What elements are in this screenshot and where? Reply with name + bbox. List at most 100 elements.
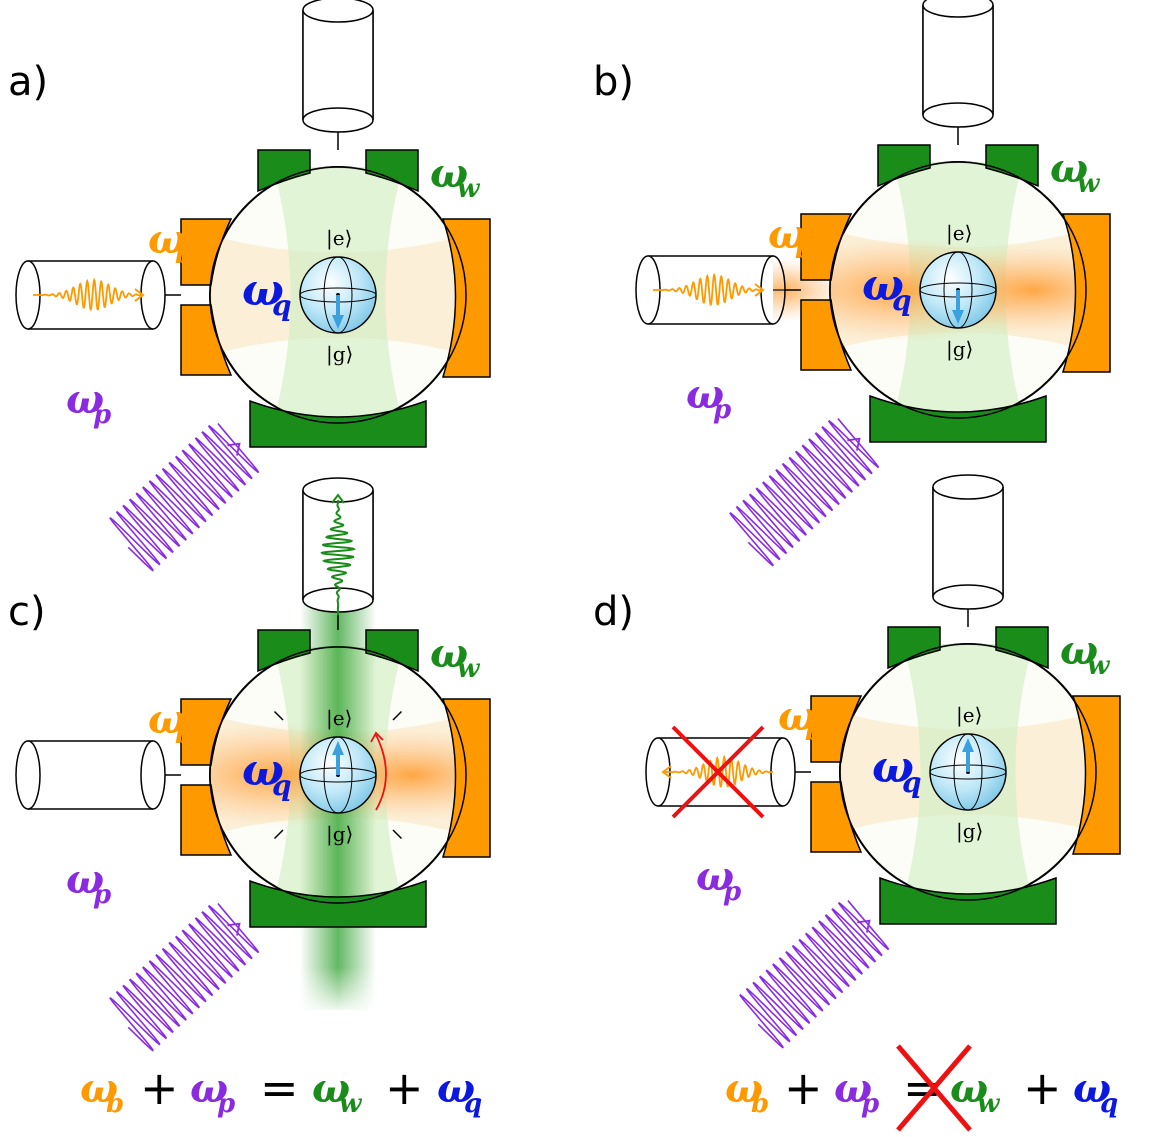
- panel-b-orange-photon: [653, 272, 765, 306]
- panel-a-mirror-top-left: [257, 149, 311, 193]
- panel-c-cyl-top-sides2: [302, 490, 374, 600]
- panel-d-cyl-left-sides: [658, 737, 783, 807]
- panel-b-omega-w: ωw: [1050, 145, 1101, 199]
- panel-b-omega-p-sub: p: [713, 395, 731, 425]
- panel-b-pump-wave: [729, 417, 880, 567]
- eq-left-plus-2: +: [385, 1061, 424, 1115]
- panel-c-ray-3: [392, 829, 403, 840]
- panel-a-mirror-bottom: [249, 399, 427, 448]
- panel-c-sphere-meridian: [323, 736, 353, 814]
- panel-c-green-wave: [320, 500, 356, 615]
- panel-d-pump-wave: [739, 899, 890, 1049]
- panel-c-ray-2: [273, 829, 284, 840]
- eq-left-equals: =: [260, 1061, 299, 1115]
- panel-c-ket-g: |g⟩: [326, 822, 353, 847]
- panel-d-omega-q-sub: q: [902, 766, 922, 799]
- panel-a-omega-w: ωw: [430, 150, 481, 204]
- panel-c-omega-p-sub: p: [93, 880, 111, 910]
- panel-d-cyl-top-body: [933, 487, 1003, 597]
- panel-c-emission-rays: [273, 710, 403, 840]
- panel-b-ket-e: |e⟩: [946, 221, 972, 246]
- panel-b-waveguide-cylinder: [922, 0, 994, 128]
- panel-d-ket-e: |e⟩: [956, 703, 982, 728]
- panel-d-omega-w-sub: w: [1087, 651, 1111, 681]
- panel-b-omega-q-omega: ω: [862, 260, 904, 311]
- panel-a-omega-b-sub: b: [175, 240, 193, 270]
- eq-right-sub-q: q: [1100, 1089, 1118, 1119]
- cross-out-icon: [896, 1044, 972, 1132]
- panel-a-state-arrowhead-icon: [332, 315, 344, 329]
- panel-d-waveguide-cylinder: [932, 474, 1004, 610]
- eq-left-omega-p: ω: [190, 1065, 228, 1112]
- panel-d-omega-p-omega: ω: [696, 853, 734, 900]
- panel-c-state-arrowhead-icon: [332, 741, 344, 755]
- panel-c-ray-0: [273, 710, 284, 721]
- equation-left: ω b + ω p = ω w + ω q: [80, 1061, 482, 1119]
- panel-c-pump-wave-path: [109, 902, 260, 1052]
- panel-b-mirror-top-left: [877, 144, 931, 188]
- panel-c-ray-1: [392, 710, 403, 721]
- panel-d-omega-b-omega: ω: [778, 693, 816, 740]
- panel-b-pump-wave-path: [729, 417, 880, 567]
- panel-b-omega-b: ωb: [768, 211, 813, 265]
- panel-b-cyl-left-sides: [648, 255, 773, 325]
- panel-c-cyl-left-body: [28, 741, 153, 809]
- panel-b-omega-w-omega: ω: [1050, 145, 1088, 192]
- panel-d-omega-p: ωp: [696, 853, 741, 907]
- panel-a-mirror-top-right: [365, 149, 419, 193]
- panel-d-qubit-sphere: [929, 733, 1007, 811]
- panel-d-orange-wave: [663, 754, 773, 788]
- panel-a-omega-b-omega: ω: [148, 216, 186, 263]
- panel-b-mirror-bottom: [869, 394, 1047, 443]
- panel-b-omega-p: ωp: [686, 371, 731, 425]
- panel-d-cavity-outline: [839, 643, 1097, 901]
- panel-a-omega-w-sub: w: [457, 174, 481, 204]
- panel-a-label: a): [8, 59, 48, 105]
- panel-c-cavity-outline: [209, 646, 467, 904]
- panel-b-omega-q-sub: q: [892, 284, 912, 317]
- panel-a-cyl-top-bottomcap: [302, 107, 374, 133]
- panel-d-mirror-left-top: [810, 695, 863, 763]
- panel-b-cyl-top-body: [923, 5, 993, 115]
- panel-d-omega-w-omega: ω: [1060, 627, 1098, 674]
- eq-right-sub-b: b: [751, 1089, 769, 1119]
- panel-a-cyl-top-cap: [302, 0, 374, 23]
- panel-c-pump-arrowhead-icon: [227, 922, 241, 936]
- panel-c-omega-q-omega: ω: [242, 745, 284, 796]
- eq-right-plus-1: +: [784, 1061, 823, 1115]
- eq-right-omega-q: ω: [1073, 1065, 1111, 1112]
- panel-c-label: c): [8, 589, 46, 635]
- eq-right-omega-w: ω: [950, 1065, 988, 1112]
- panel-b-orange-arrowhead-icon: [754, 283, 765, 297]
- panel-d-omega-p-sub: p: [723, 877, 741, 907]
- panel-b-cavity-outline: [829, 161, 1087, 419]
- panel-d-cyl-top-cap: [932, 474, 1004, 500]
- panel-d-cyl-left-frontcap: [770, 737, 796, 807]
- panel-a-orange-wave: [33, 277, 143, 311]
- panel-d-state-arrowhead-icon: [962, 738, 974, 752]
- panel-a-omega-q-omega: ω: [242, 265, 284, 316]
- panel-c-cyl-left-backcap: [15, 740, 41, 810]
- panel-a-mirror-left-top: [180, 218, 233, 286]
- panel-c-cyl-left-sides: [28, 740, 153, 810]
- panel-a-orange-photon: [33, 277, 145, 311]
- panel-d-omega-q: ωq: [872, 742, 922, 799]
- panel-b-omega-b-sub: b: [795, 235, 813, 265]
- panel-a-pump-arrowhead-icon: [227, 442, 241, 456]
- panel-c-cyl-top-cap: [302, 477, 374, 503]
- panel-b-cyl-top-bottomcap: [922, 102, 994, 128]
- panel-a-omega-w-omega: ω: [430, 150, 468, 197]
- panel-d-omega-q-omega: ω: [872, 742, 914, 793]
- panel-a-ket-g: |g⟩: [326, 342, 353, 367]
- eq-left-plus-1: +: [140, 1061, 179, 1115]
- eq-left-omega-q: ω: [437, 1065, 475, 1112]
- panel-b-cyl-top-sides2: [922, 5, 994, 115]
- panel-a-cyl-top-body: [303, 10, 373, 120]
- eq-right-omega-p: ω: [834, 1065, 872, 1112]
- eq-left-sub-w: w: [339, 1089, 363, 1119]
- panel-a-omega-q-sub: q: [272, 289, 292, 322]
- panel-c-rotation-arrowhead-icon: [370, 731, 384, 743]
